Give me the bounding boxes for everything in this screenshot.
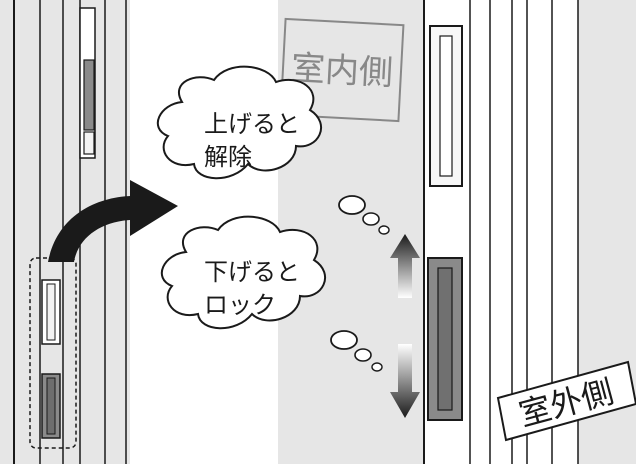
thought-dot (371, 362, 383, 372)
left-upper-knob-inner (46, 283, 56, 341)
left-lower-knob-inner (46, 377, 56, 435)
thought-dot (338, 195, 366, 215)
left-frame-view (0, 0, 130, 464)
curved-arrow-icon (48, 180, 178, 262)
left-latch-base (83, 131, 95, 155)
upper-knob-slot (439, 35, 453, 177)
thought-dot (330, 330, 358, 350)
unlock-bubble-line1: 上げると (204, 110, 300, 138)
lower-knob-slot (437, 267, 453, 411)
thought-dot (354, 348, 372, 362)
thought-dot (378, 225, 390, 235)
lock-bubble-line2: ロック (204, 291, 276, 319)
left-latch-lever (83, 59, 95, 131)
up-arrow-icon (390, 234, 420, 298)
unlock-bubble-line2: 解除 (204, 143, 252, 171)
lock-bubble: 下げると ロック (160, 215, 383, 372)
unlock-bubble: 上げると 解除 (156, 65, 390, 235)
thought-dot (362, 212, 380, 226)
down-arrow-icon (390, 344, 420, 418)
lock-bubble-line1: 下げると (204, 258, 300, 286)
